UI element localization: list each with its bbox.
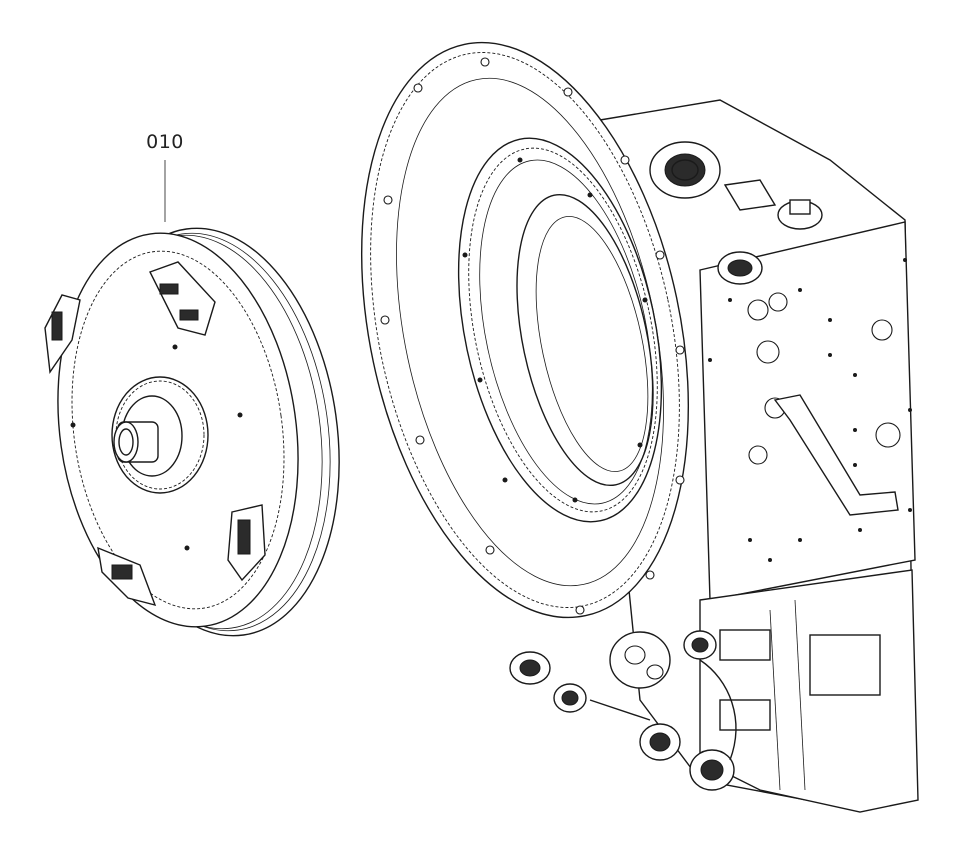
mounting-lug [227, 504, 266, 582]
mounting-lug [97, 546, 157, 607]
mounting-lug [149, 261, 216, 336]
transmission-housing [360, 41, 919, 813]
torque-converter [44, 227, 340, 637]
callout-label-010: 010 [146, 131, 184, 153]
mounting-lug [44, 294, 81, 374]
